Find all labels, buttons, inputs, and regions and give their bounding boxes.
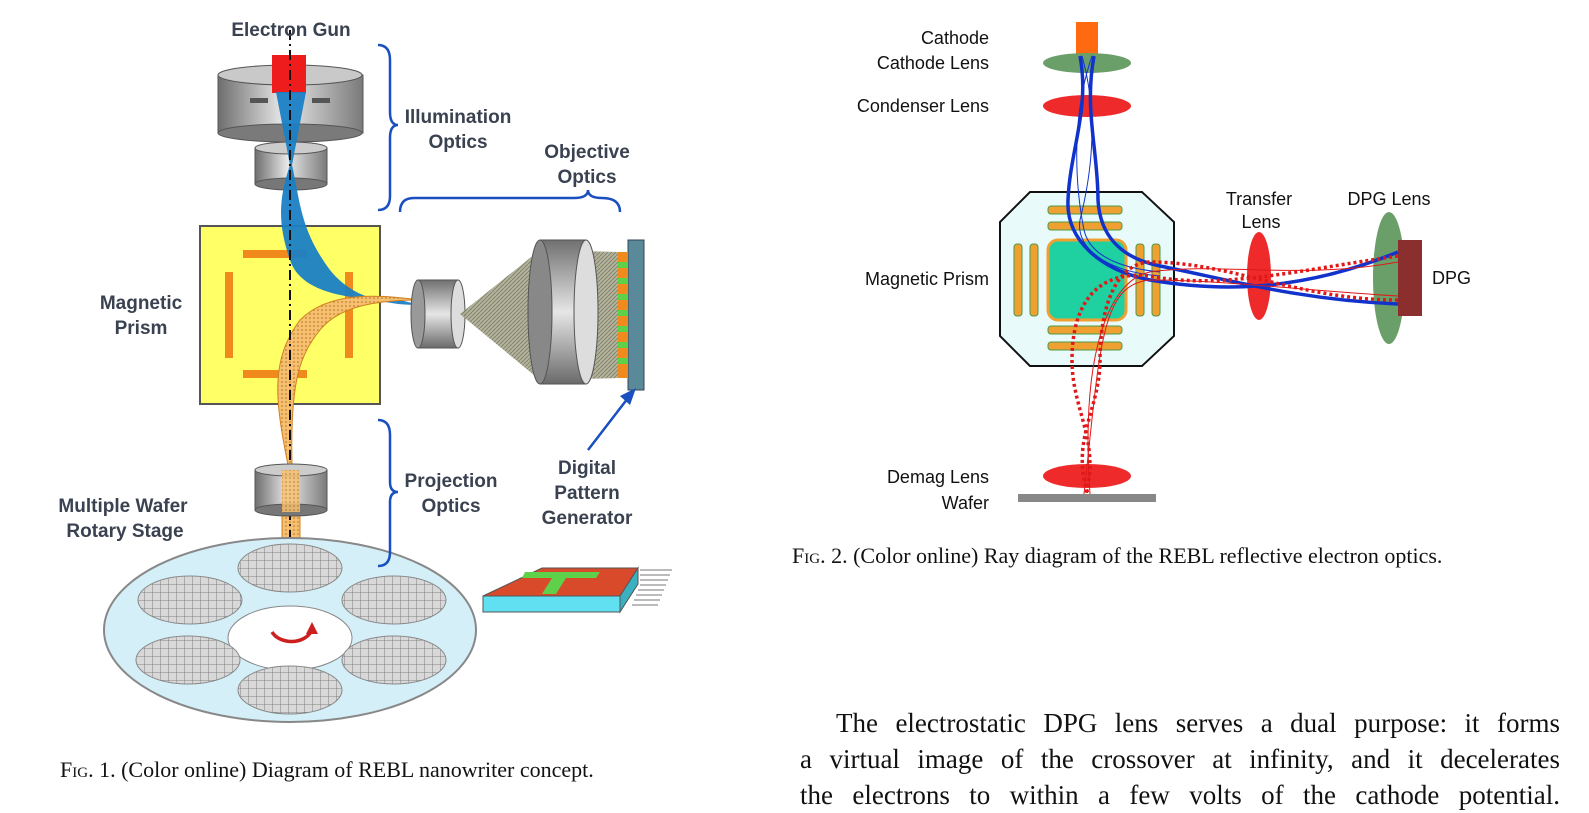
dpg-block bbox=[1398, 240, 1422, 316]
prism-pole-pieces bbox=[1013, 205, 1161, 351]
label-objective-optics: Optics bbox=[557, 167, 616, 188]
label-illumination: Illumination bbox=[405, 107, 512, 128]
dpg-pointer-arrow bbox=[587, 397, 629, 451]
body-line-3: the electrons to within a few volts of t… bbox=[800, 780, 1560, 810]
wafer bbox=[137, 575, 243, 625]
label-condenser-lens: Condenser Lens bbox=[857, 96, 989, 116]
label-generator: Generator bbox=[542, 508, 633, 529]
body-line-1: The electrostatic DPG lens serves a dual… bbox=[836, 708, 1560, 738]
dpg-lens-stack bbox=[527, 239, 599, 385]
figure-1-caption: Fig. 1. (Color online) Diagram of REBL n… bbox=[60, 757, 594, 783]
wafer bbox=[341, 575, 447, 625]
wafer bbox=[341, 635, 447, 685]
label-digital: Digital bbox=[558, 458, 616, 479]
wafer bbox=[237, 665, 343, 715]
label-prism: Prism bbox=[115, 318, 168, 339]
illumination-brace bbox=[377, 43, 399, 212]
figure-2-caption-prefix: Fig. 2. bbox=[792, 543, 848, 568]
rotary-stage bbox=[103, 537, 477, 723]
wafer-bar bbox=[1018, 494, 1156, 502]
label-transfer: Transfer bbox=[1226, 189, 1292, 209]
label-rotary-stage: Rotary Stage bbox=[66, 521, 183, 542]
label-magnetic-prism: Magnetic Prism bbox=[865, 269, 989, 289]
figure-1-caption-text: (Color online) Diagram of REBL nanowrite… bbox=[115, 757, 594, 782]
figure-2-caption: Fig. 2. (Color online) Ray diagram of th… bbox=[792, 543, 1442, 569]
label-projection-optics: Optics bbox=[421, 496, 480, 517]
projection-lens bbox=[254, 463, 328, 517]
body-paragraph: The electrostatic DPG lens serves a dual… bbox=[800, 705, 1560, 813]
dpg-pattern-illustration bbox=[482, 566, 672, 614]
condenser-lens-shape bbox=[1043, 95, 1131, 117]
label-dpg-lens: DPG Lens bbox=[1347, 189, 1430, 209]
objective-lens bbox=[410, 279, 466, 349]
demag-lens-shape bbox=[1043, 464, 1131, 488]
label-illumination-optics: Optics bbox=[428, 132, 487, 153]
label-wafer: Wafer bbox=[942, 493, 989, 513]
dpg-lens-shape bbox=[1373, 212, 1405, 344]
figure-1-diagram: Electron Gun Illumination Optics Objecti… bbox=[58, 20, 672, 723]
label-magnetic: Magnetic bbox=[100, 293, 183, 314]
dpg-chip bbox=[618, 239, 645, 391]
body-line-2: a virtual image of the crossover at infi… bbox=[800, 744, 1560, 774]
label-multiple-wafer: Multiple Wafer bbox=[58, 496, 188, 517]
cathode-lens-shape bbox=[1043, 53, 1131, 73]
label-dpg: DPG bbox=[1432, 268, 1471, 288]
label-projection: Projection bbox=[405, 471, 498, 492]
outgoing-rays bbox=[1070, 254, 1399, 495]
objective-brace bbox=[398, 189, 622, 213]
label-pattern: Pattern bbox=[554, 483, 619, 504]
figure-1-caption-prefix: Fig. 1. bbox=[60, 757, 116, 782]
wafer bbox=[135, 635, 241, 685]
projection-brace bbox=[377, 418, 399, 568]
label-electron-gun: Electron Gun bbox=[231, 20, 350, 41]
label-cathode-lens: Cathode Lens bbox=[877, 53, 989, 73]
figure-2-caption-text: (Color online) Ray diagram of the REBL r… bbox=[847, 543, 1443, 568]
incoming-rays bbox=[1066, 55, 1399, 306]
label-objective: Objective bbox=[544, 142, 630, 163]
label-cathode: Cathode bbox=[921, 28, 989, 48]
cathode bbox=[1076, 22, 1098, 56]
label-demag-lens: Demag Lens bbox=[887, 467, 989, 487]
wafer bbox=[237, 543, 343, 593]
figure-2-diagram: Cathode Cathode Lens Condenser Lens Magn… bbox=[857, 22, 1471, 513]
label-transfer-lens: Lens bbox=[1241, 212, 1280, 232]
incoming-electron-beam bbox=[276, 92, 420, 305]
